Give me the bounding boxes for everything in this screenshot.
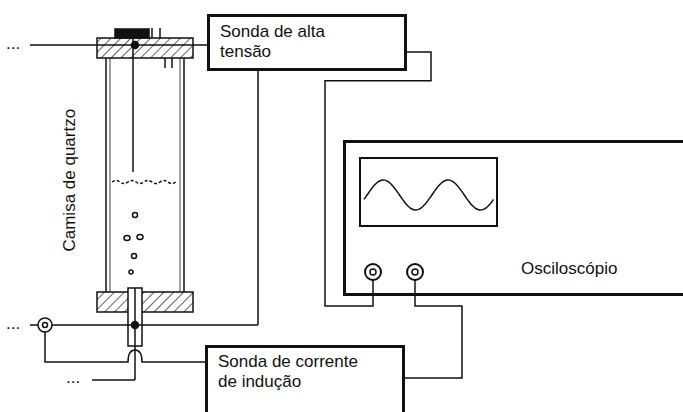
bottom-flange [97,292,193,312]
bottom-electrode [134,288,136,380]
wire [30,44,207,46]
continuation-mark: ... [66,368,80,388]
junction-dot [132,42,139,49]
continuation-mark: ... [6,34,20,54]
wire [92,379,135,381]
wire [372,280,374,294]
continuation-mark: ... [6,314,20,334]
port-tick [171,58,173,68]
top-flange [97,38,193,58]
quartz-wall [183,58,185,292]
port-tick [159,28,161,38]
wire [30,324,38,326]
reactor [97,28,193,380]
port-tick [164,58,166,68]
node-label: Osciloscópio [521,259,617,279]
probe-box: Sonda de corrente de indução [205,345,405,412]
bubble [137,235,143,240]
bubble [132,254,137,259]
current-coil [43,323,48,328]
oscilloscope-details [360,158,497,294]
liquid-surface [112,181,176,184]
bubble [129,270,133,274]
current-coil [38,318,52,332]
wire [52,324,258,326]
probe-box: Sonda de alta tensão [207,14,407,71]
input-jack [365,264,381,280]
quartz-wall [180,58,181,292]
wire [414,280,416,294]
port-tick [151,28,153,38]
wire [257,70,259,325]
quartz-wall [110,58,111,292]
part-label: Camisa de quartzo [60,109,80,252]
wiring [30,42,258,381]
node-label: Sonda de alta tensão [220,22,360,63]
oscilloscope-box: Osciloscópio [343,140,683,296]
sine-trace [364,180,494,210]
quartz-wall [105,58,107,292]
top-electrode [132,38,134,172]
signal-cable [325,52,431,306]
wire [45,332,205,362]
junction-dot [132,322,139,329]
input-jack [407,264,423,280]
bubble [124,236,130,241]
signal-cable [405,296,462,378]
scope-screen [360,158,497,226]
input-jack [370,269,376,275]
bubble [133,213,138,218]
node-label: Sonda de corrente de indução [218,352,370,393]
electrode-cap [115,29,149,38]
input-jack [412,269,418,275]
